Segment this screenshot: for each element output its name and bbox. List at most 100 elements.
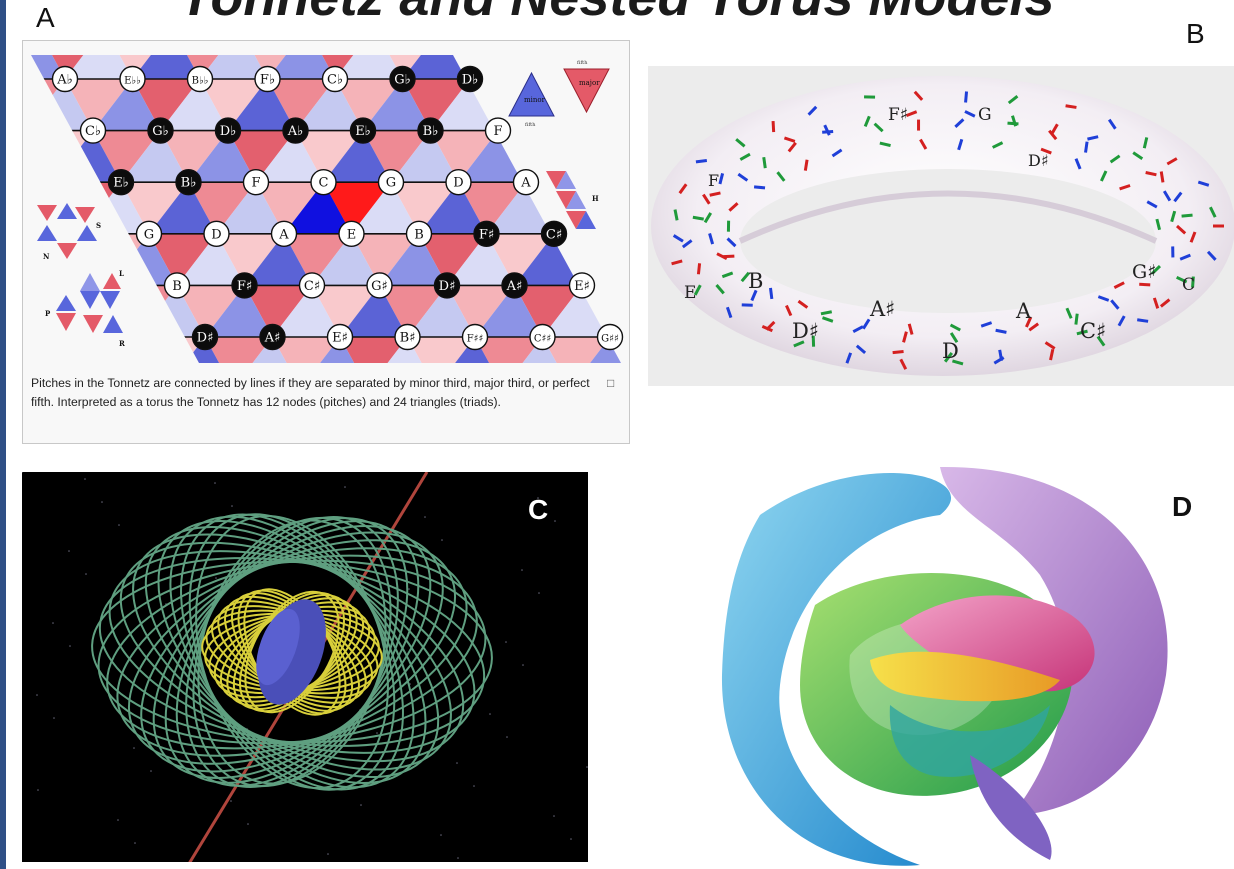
pitch-label: G [144,227,154,242]
star [134,842,136,844]
interval-dash [1007,123,1018,124]
interval-dash [773,121,774,132]
pitch-node: F♯ [232,273,257,298]
torus-label: E [684,283,696,303]
pitch-node: C♯ [300,273,325,298]
pitch-node: B [407,221,432,246]
pitch-node: F♯ [474,221,499,246]
star [36,694,38,696]
star [231,505,233,507]
pitch-label: B♯ [400,331,416,346]
transform-diagram-plr: L P R [45,269,125,348]
toroidal-field [22,472,588,862]
star [506,736,508,738]
pitch-label: G♯ [371,279,388,294]
pitch-label: F♯ [479,227,494,242]
l-label: L [119,269,124,278]
pitch-label: A♯ [506,279,523,294]
pitch-node: E♯ [570,273,595,298]
triad-legend: minor major fifth fifth [509,60,609,128]
pitch-label: D♭ [220,124,237,139]
pitch-label: F [493,124,502,139]
panel-label-d: D [1172,491,1192,523]
pitch-label: A♭ [287,124,304,139]
major-triad-triangle [23,131,26,183]
minor-triad-triangle [23,79,26,131]
torus-label: F [708,171,719,190]
pitch-node: F♯♯ [463,325,488,350]
p-label: P [45,309,51,318]
torus-label: C♯ [1080,319,1106,343]
pitch-label: F♯ [237,279,252,294]
star [37,789,39,791]
pitch-label: C♭ [327,73,343,88]
star [456,762,458,764]
minor-triad-triangle [98,337,166,371]
pitch-label: B♭♭ [192,76,209,87]
pitch-node: D♯ [435,273,460,298]
pitch-label: G♭ [394,73,411,88]
pitch-label: E♯ [574,279,590,294]
panel-label-c: C [528,494,548,526]
pitch-label: B [414,227,424,242]
interval-dash [996,330,1007,332]
interval-dash [1066,106,1077,108]
r-label: R [119,339,125,348]
note-torus-image: B A♯ A C♯ D♯ D G♯ E C G F♯ D♯ F [648,66,1234,386]
pitch-label: E [347,227,357,242]
pitch-node: G♭ [390,67,415,92]
star [84,478,86,480]
slide-title: Tonnetz and Nested Torus Models [0,0,1234,28]
star [117,819,119,821]
star [522,664,524,666]
star [554,520,556,522]
star [473,785,475,787]
star [408,588,410,590]
pitch-node: A♭ [283,118,308,143]
star [424,516,426,518]
tonnetz-lattice: A♭E♭♭B♭♭F♭C♭G♭D♭C♭G♭D♭A♭E♭B♭FE♭B♭FCGDAGD… [23,41,629,371]
pitch-label: C♭ [85,124,101,139]
torus-label: D♯ [792,319,819,343]
star [118,524,120,526]
star [214,482,216,484]
torus-label: C [1182,275,1195,295]
pitch-label: C♯ [304,279,320,294]
pitch-node: B♭ [418,118,443,143]
pitch-label: D♯ [439,279,456,294]
pitch-label: G [386,176,396,191]
pitch-node: E [339,221,364,246]
pitch-label: F [251,176,260,191]
pitch-label: D [211,227,221,242]
pitch-node: C♯ [542,221,567,246]
hexatonic-diagram: H [546,171,599,229]
star [586,766,588,768]
n-label: N [43,252,50,261]
interval-dash [696,161,707,162]
panel-label-b: B [1186,18,1205,50]
pitch-node: B♯ [395,325,420,350]
major-triad-triangle [42,285,110,337]
interval-dash [1139,284,1150,285]
star [150,770,152,772]
pitch-label: F♭ [260,73,275,88]
pitch-node: G♭ [148,118,173,143]
pitch-node: E♭ [109,170,134,195]
torus-label: F♯ [888,105,908,125]
pitch-label: D♯ [197,331,214,346]
transform-diagram-sn: S N [37,203,101,261]
pitch-label: E♭ [113,176,129,191]
star [69,645,71,647]
interval-dash [1182,215,1193,216]
tonnetz-figure: A♭E♭♭B♭♭F♭C♭G♭D♭C♭G♭D♭A♭E♭B♭FE♭B♭FCGDAGD… [22,40,630,444]
legend-minor-label: minor [524,96,546,104]
legend-major-label: major [579,79,600,87]
interval-dash [821,312,832,314]
pitch-label: G♭ [152,124,169,139]
interval-dash [893,352,904,353]
enlarge-icon[interactable]: □ [607,376,614,390]
pitch-node: A♯ [260,325,285,350]
torus-label: B [748,269,763,293]
pitch-node: E♭♭ [120,67,145,92]
star [53,717,55,719]
